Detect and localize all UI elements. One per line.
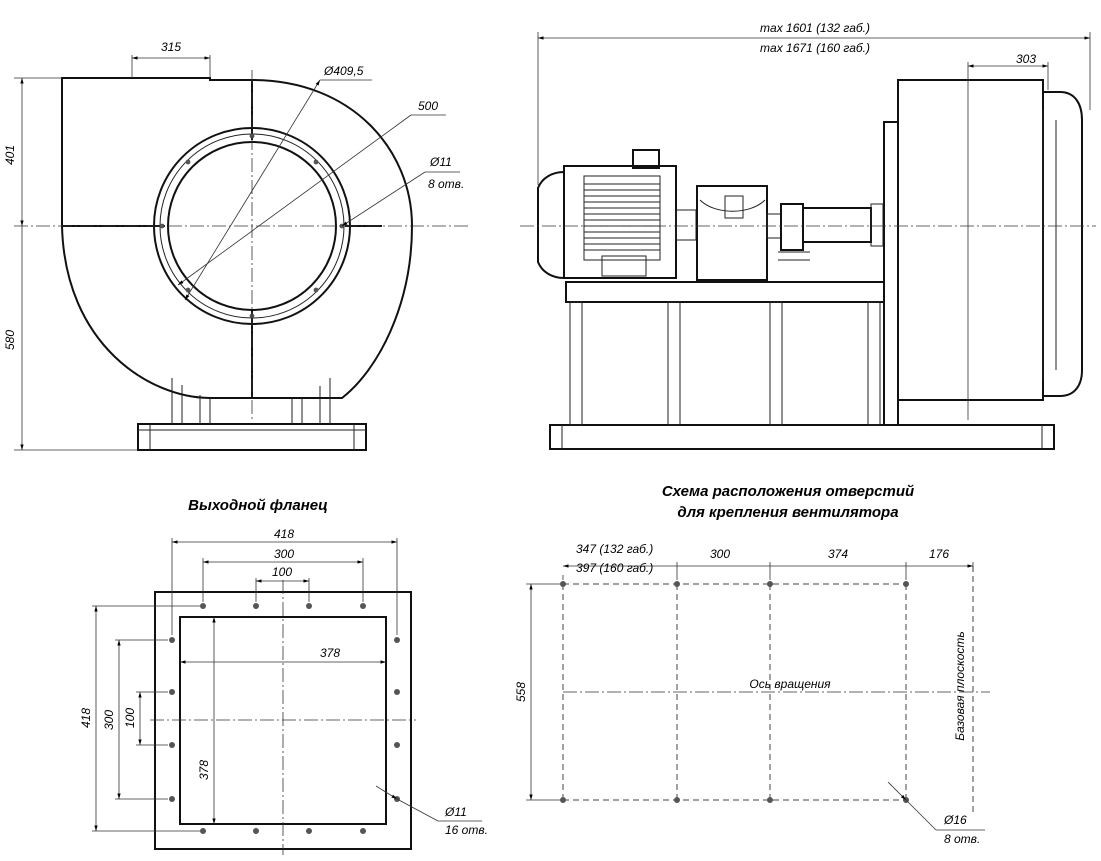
dim-flange-inner-height: 378 — [197, 760, 211, 780]
label-base-plane: Базовая плоскость — [953, 631, 967, 740]
dim-height-bottom: 580 — [3, 330, 17, 350]
bearing-housing — [696, 185, 768, 281]
mounting-scheme: Схема расположения отверстий для креплен… — [514, 483, 990, 846]
flange-holes — [169, 603, 400, 834]
dim-flange-inner-width: 378 — [320, 646, 340, 660]
dim-holes-diameter-front: Ø11 — [429, 155, 452, 169]
shaft — [802, 207, 872, 243]
dim-offset-132: 347 (132 габ.) — [576, 542, 653, 556]
mounting-holes — [560, 581, 909, 803]
front-view: 315 Ø409,5 500 Ø11 8 отв. 401 580 — [3, 40, 470, 451]
dim-span-176: 176 — [929, 547, 949, 561]
dim-span-374: 374 — [828, 547, 848, 561]
flange-hole — [313, 287, 319, 293]
dim-flange-outer-width: 418 — [274, 527, 294, 541]
dim-flange-diameter: 500 — [418, 99, 438, 113]
mounting-scheme-title-line2: для крепления вентилятора — [677, 504, 898, 521]
fan-housing-side — [897, 79, 1044, 401]
housing-plate — [883, 121, 899, 426]
shaft-coupling — [780, 203, 804, 251]
dim-length-132: max 1601 (132 габ.) — [760, 21, 870, 35]
side-frame-top — [565, 281, 885, 303]
outlet-flange: Выходной фланец 418 300 100 — [79, 497, 488, 855]
dim-flange-holes-count: 16 отв. — [445, 823, 488, 837]
motor — [537, 149, 697, 280]
mounting-scheme-title-line1: Схема расположения отверстий — [662, 483, 914, 500]
dim-flange-hole-step: 100 — [272, 565, 292, 579]
side-view: max 1601 (132 габ.) max 1671 (160 габ.) … — [520, 21, 1096, 450]
dim-flange-vertical-100: 100 — [123, 708, 137, 728]
side-base — [549, 424, 1055, 450]
dim-mount-holes-count: 8 отв. — [944, 832, 980, 846]
dim-height-top: 401 — [3, 145, 17, 165]
dim-outlet-width: 315 — [161, 40, 181, 54]
dim-flange-vertical-300: 300 — [102, 710, 116, 730]
flange-hole — [313, 159, 319, 165]
label-rotation-axis: Ось вращения — [749, 677, 831, 691]
dim-mount-holes-diameter: Ø16 — [943, 813, 967, 827]
dim-holes-count-front: 8 отв. — [428, 177, 464, 191]
front-base-frame — [137, 378, 367, 451]
dim-length-160: max 1671 (160 габ.) — [760, 41, 870, 55]
dim-flange-outer-height: 418 — [79, 708, 93, 728]
flange-hole — [159, 223, 165, 229]
flange-hole — [185, 159, 191, 165]
dim-span-300: 300 — [710, 547, 730, 561]
dim-inlet-depth: 303 — [1016, 52, 1036, 66]
dim-depth-558: 558 — [514, 682, 528, 702]
dim-inlet-diameter: Ø409,5 — [323, 64, 364, 78]
fan-scroll-housing — [61, 77, 414, 399]
dim-offset-160: 397 (160 габ.) — [576, 561, 653, 575]
dim-flange-hole-span: 300 — [274, 547, 294, 561]
dim-flange-holes-diameter: Ø11 — [444, 805, 467, 819]
outlet-flange-title: Выходной фланец — [188, 497, 328, 514]
